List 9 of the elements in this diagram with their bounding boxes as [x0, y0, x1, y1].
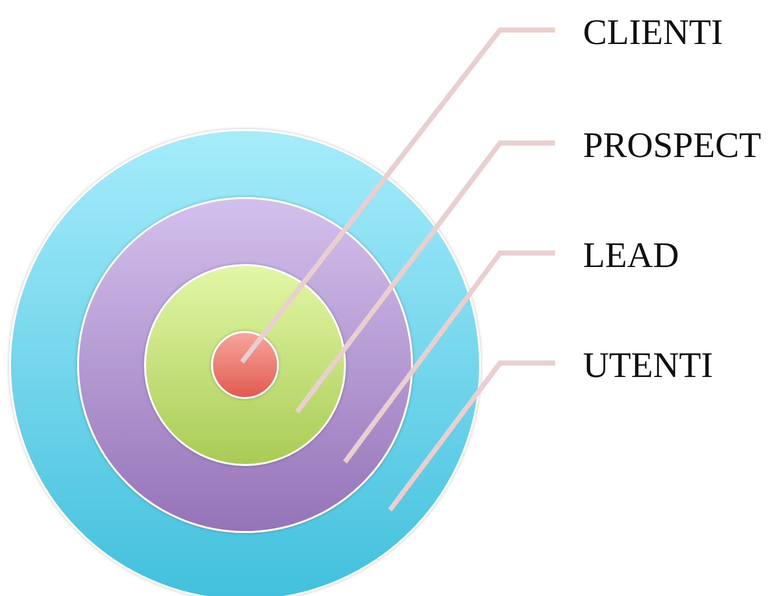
- leader-line: [240, 28, 555, 364]
- level-label: LEAD: [583, 237, 679, 273]
- level-label: UTENTI: [583, 347, 713, 383]
- leader-line: [388, 360, 555, 512]
- level-label: CLIENTI: [583, 14, 723, 50]
- center-circle: [211, 331, 279, 399]
- leader-line: [295, 140, 555, 414]
- leader-line: [343, 250, 555, 464]
- level-label: PROSPECT: [583, 127, 762, 163]
